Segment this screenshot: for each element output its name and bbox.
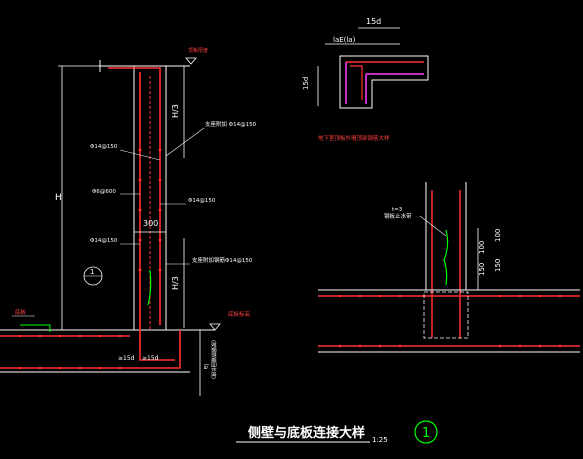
- annotation-2: Φ14@150: [90, 144, 118, 150]
- annotation-4: Φ14@150: [188, 198, 216, 204]
- annotation-5: Φ14@150: [90, 238, 118, 244]
- la-label: la: [202, 364, 209, 370]
- title-block: 侧壁与底板连接大样 1:25 1: [236, 420, 438, 444]
- corner-15d-label: 15d: [366, 17, 381, 26]
- corner-rebar-4: [350, 65, 363, 100]
- joint-dim-150b: 150: [494, 259, 502, 272]
- joint-waterstop: [443, 229, 449, 286]
- joint-detail: t=3 钢板止水带 100 100 150 150: [318, 182, 580, 353]
- width-300: 300: [143, 219, 158, 228]
- right-level-label: 底板标高: [228, 310, 251, 318]
- corner-side-dim: 15d: [302, 77, 310, 90]
- corner-detail: 15d laE(la) 15d 地下室顶板外墙顶部钢筋大样: [302, 17, 429, 142]
- corner-lae-label: laE(la): [333, 36, 356, 44]
- drawing-number: 1: [422, 426, 430, 441]
- dim-15d-left: ≥15d: [118, 355, 135, 362]
- joint-leader: [419, 215, 447, 237]
- joint-dim-150a: 150: [478, 263, 486, 276]
- slab-rebar-green: [20, 324, 51, 332]
- section-marker-number: 1: [90, 268, 94, 276]
- annotation-3: Φ6@600: [92, 189, 116, 195]
- drawing-scale: 1:25: [372, 436, 388, 444]
- h3-lower-label: H/3: [171, 276, 180, 290]
- cable-main: [147, 269, 152, 306]
- drawing-title: 侧壁与底板连接大样: [248, 425, 365, 441]
- joint-dim-100b: 100: [494, 229, 502, 242]
- h-label: H: [55, 193, 62, 203]
- level-marker-top: [185, 57, 197, 65]
- joint-box: [423, 291, 469, 339]
- leader-1: [165, 127, 205, 157]
- la-note: (按钢筋锚固长度): [210, 340, 217, 379]
- joint-waterstop-label: 钢板止水带: [384, 212, 412, 220]
- corner-caption: 地下室顶板外墙顶部钢筋大样: [318, 134, 390, 142]
- main-wall-detail: H H/3 H/3 顶板厚度 300 支座附加 Φ14@150 Φ14@150 …: [0, 47, 257, 396]
- joint-t-label: t=3: [392, 207, 403, 213]
- corner-rebar-3: [365, 73, 424, 104]
- dim-15d-right: ≥15d: [142, 355, 159, 362]
- annotation-6: 支座附加钢筋Φ14@150: [192, 256, 253, 264]
- h3-upper-label: H/3: [171, 104, 180, 118]
- leader-2: [119, 149, 161, 161]
- joint-dots: [338, 294, 562, 348]
- joint-dim-100a: 100: [478, 241, 486, 254]
- corner-outline: [339, 55, 429, 109]
- wall-rebar-hook: [139, 325, 175, 361]
- left-level-label: 底板: [15, 308, 27, 316]
- rebar-dots: [138, 148, 162, 272]
- annotation-1: 支座附加 Φ14@150: [205, 120, 257, 128]
- level-marker-right: [209, 323, 221, 331]
- drawing-number-circle: [414, 420, 438, 444]
- slab-dots: [18, 334, 122, 370]
- top-slab-label: 顶板厚度: [188, 47, 208, 54]
